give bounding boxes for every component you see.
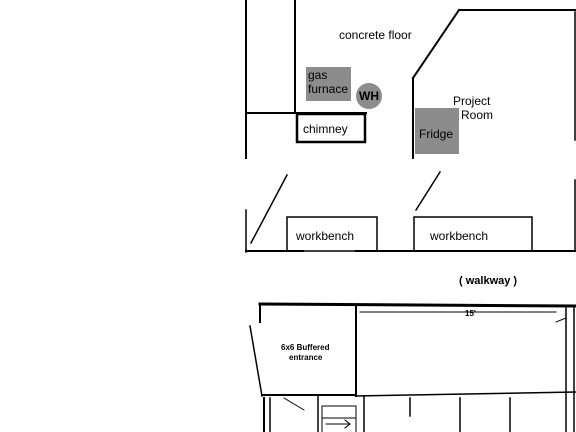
gas-furnace-box bbox=[306, 67, 351, 101]
lower-top-wall bbox=[258, 302, 576, 308]
project-room-label-line1: Project bbox=[453, 94, 491, 108]
workbench-left-box bbox=[286, 216, 378, 252]
gas-furnace-label-line1: gas bbox=[308, 68, 328, 82]
lower-mid-wall bbox=[355, 391, 576, 397]
stair-arrow-head bbox=[344, 419, 351, 429]
walkway-label: ( walkway ) bbox=[459, 275, 518, 287]
fridge-label: Fridge bbox=[419, 127, 454, 141]
entrance-label-line1: 6x6 Buffered bbox=[281, 343, 330, 352]
water-heater-circle bbox=[356, 83, 382, 109]
wall-project-room-diagonal bbox=[411, 8, 461, 80]
lower-right-diagonal bbox=[555, 317, 567, 323]
chimney-label: chimney bbox=[303, 122, 348, 136]
chimney-box bbox=[295, 112, 367, 144]
workbench-right-label: workbench bbox=[430, 229, 489, 243]
entrance-diagonal bbox=[249, 325, 263, 397]
gas-furnace-label-line2: furnace bbox=[308, 82, 349, 96]
concrete-floor-label: concrete floor bbox=[339, 28, 412, 42]
door-swing-left bbox=[249, 173, 289, 245]
dimension-label: 15' bbox=[465, 309, 476, 318]
project-room-label-line2: Room bbox=[461, 108, 494, 122]
water-heater-label: WH bbox=[359, 89, 379, 103]
door-swing-right bbox=[414, 170, 442, 212]
entrance-label-line2: entrance bbox=[289, 353, 323, 362]
fridge-box bbox=[415, 108, 459, 154]
workbench-left-label: workbench bbox=[296, 229, 355, 243]
lower-door-slant bbox=[283, 397, 305, 411]
